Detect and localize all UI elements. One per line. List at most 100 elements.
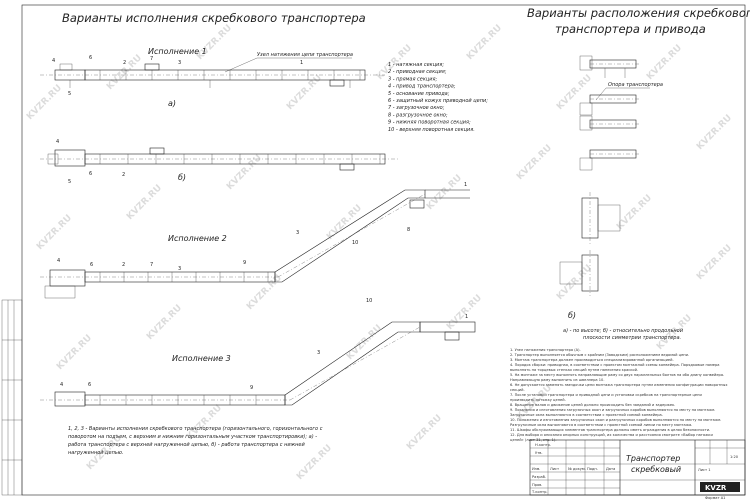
right-caption-line2: плоскости симметрии транспортера. (583, 335, 681, 341)
watermark-text: KVZR.RU (195, 23, 234, 62)
svg-text:4: 4 (56, 139, 59, 145)
unloading-window-1a (329, 79, 345, 87)
parts-legend: 1 - натяжная секция;2 - приводная секция… (388, 62, 488, 133)
layout-diagram-a4 (579, 149, 640, 171)
scale-value: 1:20 (730, 455, 739, 459)
svg-text:3: 3 (296, 230, 299, 236)
watermark-text: KVZR.RU (145, 303, 184, 342)
note-line: 8. Вращение валов и движение цепей должн… (510, 403, 675, 407)
svg-text:3: 3 (317, 350, 320, 356)
variant-1-sub-b: б) (178, 173, 186, 182)
svg-text:Разраб.: Разраб. (532, 475, 546, 479)
note-line: 7. После установки транспортера и привод… (510, 393, 702, 397)
legend-item: 4 - привод транспортера; (388, 84, 456, 90)
variant-1-label: Исполнение 1 (148, 47, 207, 56)
variant-1-sub-a: а) (168, 99, 176, 108)
watermark-text: KVZR.RU (555, 73, 594, 112)
watermark-text: KVZR.RU (25, 83, 64, 122)
watermark-text: KVZR.RU (285, 73, 324, 112)
svg-text:4: 4 (57, 258, 60, 264)
svg-text:6: 6 (89, 171, 92, 177)
caption-line: нагруженной цепью. (68, 450, 124, 456)
watermark-text: KVZR.RU (105, 53, 144, 92)
watermark-text: KVZR.RU (555, 263, 594, 302)
watermark-text: KVZR.RU (695, 243, 734, 282)
brand-logo: KVZR (705, 484, 727, 492)
legend-item: 3 - прямая секция; (388, 76, 438, 82)
watermark-text: KVZR.RU (245, 273, 284, 312)
watermark-text: KVZR.RU (615, 193, 654, 232)
watermark-text: KVZR.RU (55, 333, 94, 372)
legend-item: 10 - верхняя поворотная секция. (388, 127, 475, 133)
note-line: 6. Не допускается заменять звездочки цеп… (510, 383, 728, 387)
watermark-text: KVZR.RU (465, 23, 504, 62)
layout-diagram-a3 (579, 115, 640, 131)
drive-base-2 (44, 285, 76, 299)
legend-item: 8 - разгрузочное окно; (388, 112, 448, 118)
legend-item: 6 - защитный кожух приводной цепи; (388, 98, 488, 104)
legend-item: 1 - натяжная секция; (388, 62, 444, 68)
layout-diagram-a2 (579, 94, 640, 116)
support-callout: Опора транспортера (608, 82, 663, 88)
note-line: 11. Шкафы обслуживающих элементов трансп… (510, 428, 710, 432)
watermark-text: KVZR.RU (695, 113, 734, 152)
layout-diagrams: Опора транспортера б) а) - (559, 55, 684, 341)
watermark-text: KVZR.RU (405, 413, 444, 452)
drive-section-3 (54, 391, 86, 407)
watermark-text: KVZR.RU (35, 213, 74, 252)
drive-section-2 (49, 269, 86, 287)
svg-text:8: 8 (407, 227, 410, 233)
unloading-window-1b (339, 163, 355, 171)
svg-text:Изм.: Изм. (532, 467, 540, 471)
loading-window-1b (149, 147, 165, 155)
caption-line: работа транспортера с верхней нагруженно… (67, 442, 305, 448)
brand-plate (700, 482, 740, 492)
variant-2-drawing: Исполнение 2 4 6 2 7 3 9 3 10 8 1 (40, 182, 470, 299)
svg-text:Лист: Лист (550, 467, 559, 471)
svg-text:№ докум.: № докум. (568, 467, 586, 471)
svg-text:2: 2 (123, 60, 126, 66)
note-line: 3. Монтаж транспортера должен производит… (510, 358, 674, 362)
svg-text:6: 6 (88, 382, 91, 388)
conveyor-incline-3 (284, 321, 421, 406)
variant-3-label: Исполнение 3 (172, 354, 231, 363)
side-stamp (1, 299, 23, 496)
unloading-window-3 (444, 331, 460, 341)
layout-diagram-b1 (581, 192, 621, 244)
note-line: 1. Узел натяжения транспортера (А). (510, 348, 581, 352)
technical-notes: 1. Узел натяжения транспортера (А).2. Тр… (510, 348, 728, 442)
svg-text:6: 6 (89, 55, 92, 61)
svg-text:4: 4 (60, 382, 63, 388)
svg-text:1: 1 (464, 182, 467, 188)
note-line: 4. Порядок сборки: приводная, в соответс… (510, 363, 719, 367)
layout-diagram-a1 (579, 55, 640, 78)
svg-text:Т.контр.: Т.контр. (531, 490, 548, 494)
drive-section-1b (54, 149, 86, 167)
svg-text:7: 7 (150, 56, 153, 62)
svg-text:10: 10 (366, 298, 372, 304)
tension-unit-callout: Узел натяжения цепи транспортера (257, 52, 353, 58)
variant-1b-drawing: 4 5 6 2 б) (40, 139, 400, 185)
watermark-text: KVZR.RU (295, 443, 334, 482)
svg-text:Н.контр.: Н.контр. (535, 443, 551, 447)
svg-text:5: 5 (68, 179, 71, 185)
svg-text:9: 9 (243, 260, 246, 266)
note-line: производить натяжку цепей. (510, 398, 566, 402)
sheet-format: Формат А1 (705, 496, 725, 500)
svg-text:Пров.: Пров. (532, 483, 542, 487)
legend-item: 9 - нижняя поворотная секция; (388, 120, 471, 126)
variant-3-drawing: Исполнение 3 4 6 9 3 10 1 (40, 298, 476, 407)
drawing-name-line1: Транспортер (626, 454, 680, 463)
watermark-text: KVZR.RU (325, 203, 364, 242)
variant-1a-drawing: Исполнение 1 Узел натяжения цепи транспо… (40, 47, 385, 108)
svg-text:Дата: Дата (606, 467, 615, 471)
right-caption-line1: а) - по высоте; б) - относительно продол… (563, 328, 684, 334)
title-block: Изм. Лист № докум. Подп. Дата Разраб. Пр… (529, 439, 746, 500)
note-line: секций. (510, 388, 525, 392)
watermark-text: KVZR.RU (515, 143, 554, 182)
svg-text:Подп.: Подп. (587, 467, 598, 471)
layout-diagram-b2 (559, 250, 599, 296)
note-line: Загрузочные окна выполняются в соответст… (510, 413, 663, 417)
left-title: Варианты исполнения скребкового транспор… (62, 11, 366, 25)
